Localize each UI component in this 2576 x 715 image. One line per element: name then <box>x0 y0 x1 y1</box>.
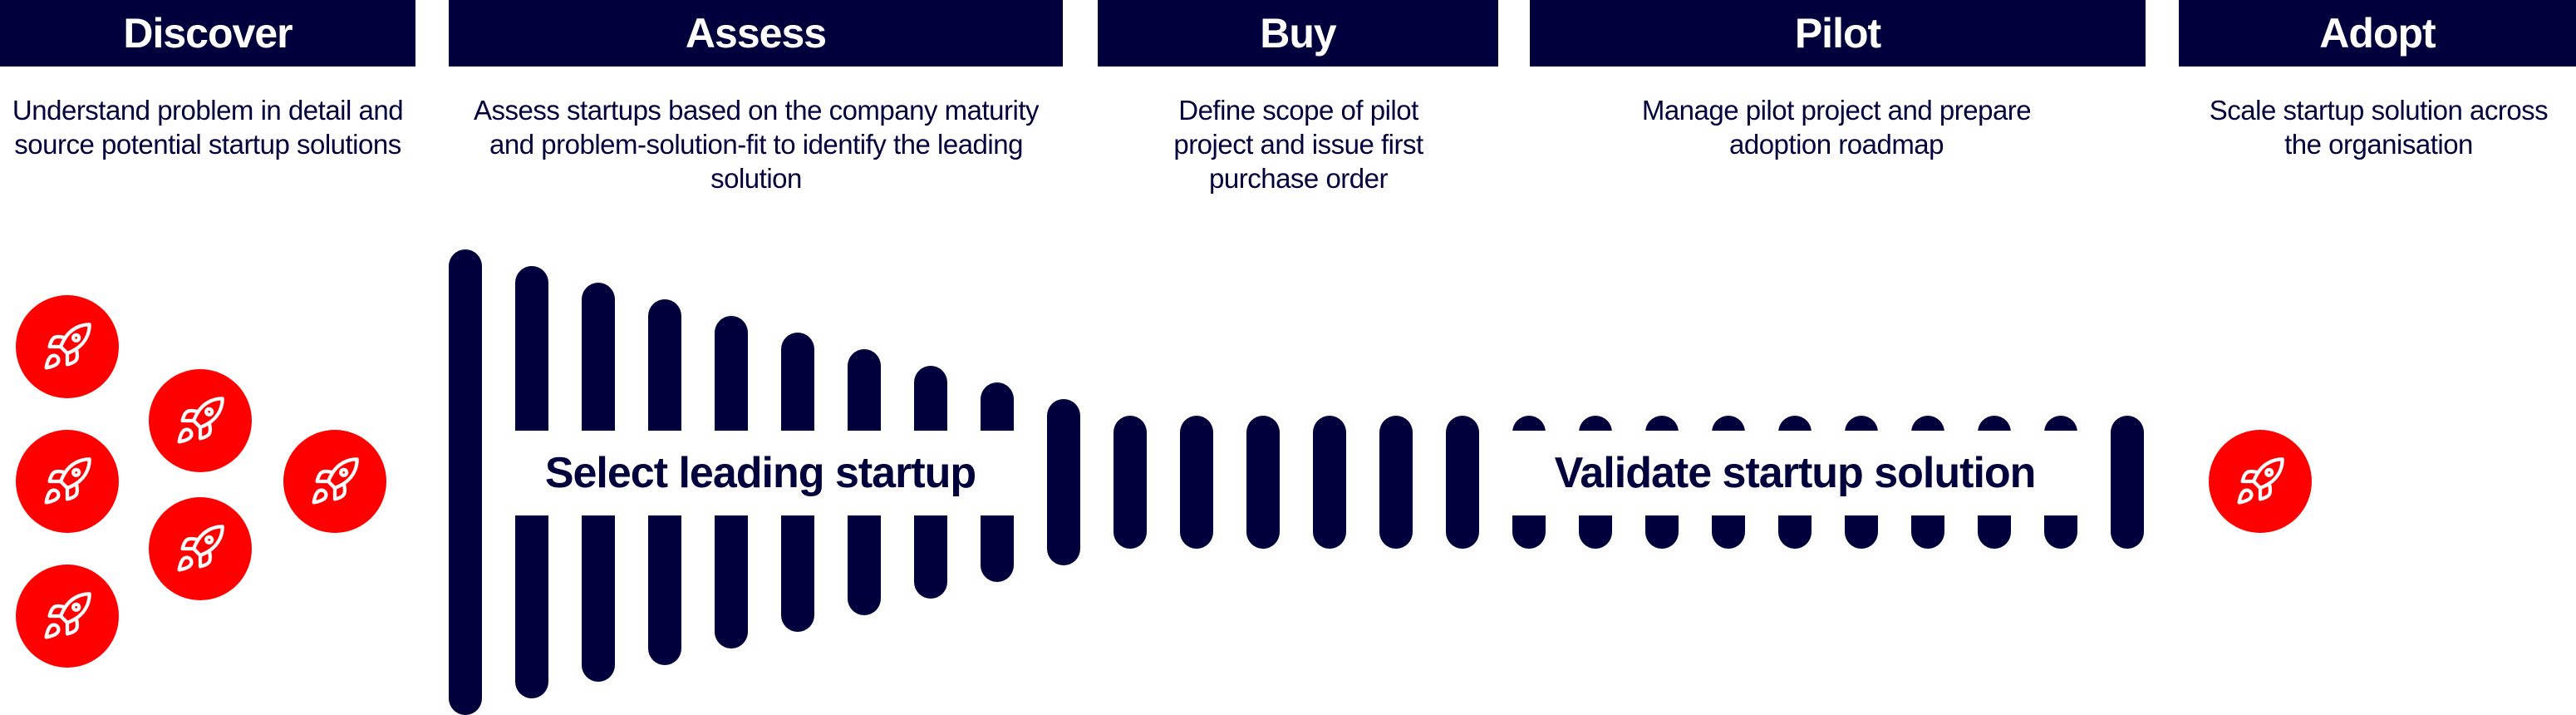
funnel-bar <box>1180 416 1213 549</box>
header-adopt: Adopt <box>2179 0 2576 67</box>
rocket-icon <box>2237 457 2284 505</box>
description-pilot: Manage pilot project and prepare adoptio… <box>1641 95 2032 160</box>
phase-title: Pilot <box>1794 10 1881 57</box>
phase-title: Buy <box>1260 10 1336 57</box>
rocket-icon <box>177 525 224 572</box>
header-buy: Buy <box>1098 0 1498 67</box>
rocket-icon <box>44 323 91 370</box>
rocket-icon <box>177 397 224 444</box>
rocket-icon <box>44 592 91 639</box>
validate-startup-solution-label: Validate startup solution <box>1497 431 2092 515</box>
funnel-bar <box>1047 399 1080 565</box>
phase-title: Assess <box>685 10 827 57</box>
header-pilot: Pilot <box>1530 0 2146 67</box>
adopted-startup-rocket <box>2209 430 2312 533</box>
header-assess: Assess <box>449 0 1063 67</box>
startup-rocket <box>16 295 119 398</box>
phase-title: Discover <box>123 10 293 57</box>
startup-rocket <box>16 565 119 668</box>
funnel-bar <box>1246 416 1280 549</box>
funnel-bar <box>1113 416 1147 549</box>
funnel-bar <box>1379 416 1413 549</box>
startup-rocket <box>283 430 386 533</box>
header-discover: Discover <box>0 0 415 67</box>
startup-rocket <box>149 497 252 600</box>
description-adopt: Scale startup solution across the organi… <box>2209 95 2549 160</box>
description-discover: Understand problem in detail and source … <box>12 95 404 160</box>
description-buy: Define scope of pilot project and issue … <box>1173 95 1423 194</box>
funnel-bar <box>1313 416 1346 549</box>
phase-title: Adopt <box>2319 10 2436 57</box>
funnel-bar <box>2111 416 2144 549</box>
select-leading-startup-label: Select leading startup <box>492 431 1029 515</box>
startup-rocket <box>149 369 252 472</box>
rocket-icon <box>312 457 359 505</box>
description-assess: Assess startups based on the company mat… <box>474 95 1040 194</box>
funnel-bar <box>1446 416 1479 549</box>
rocket-icon <box>44 457 91 505</box>
startup-rocket <box>16 430 119 533</box>
funnel-bar <box>449 249 482 715</box>
